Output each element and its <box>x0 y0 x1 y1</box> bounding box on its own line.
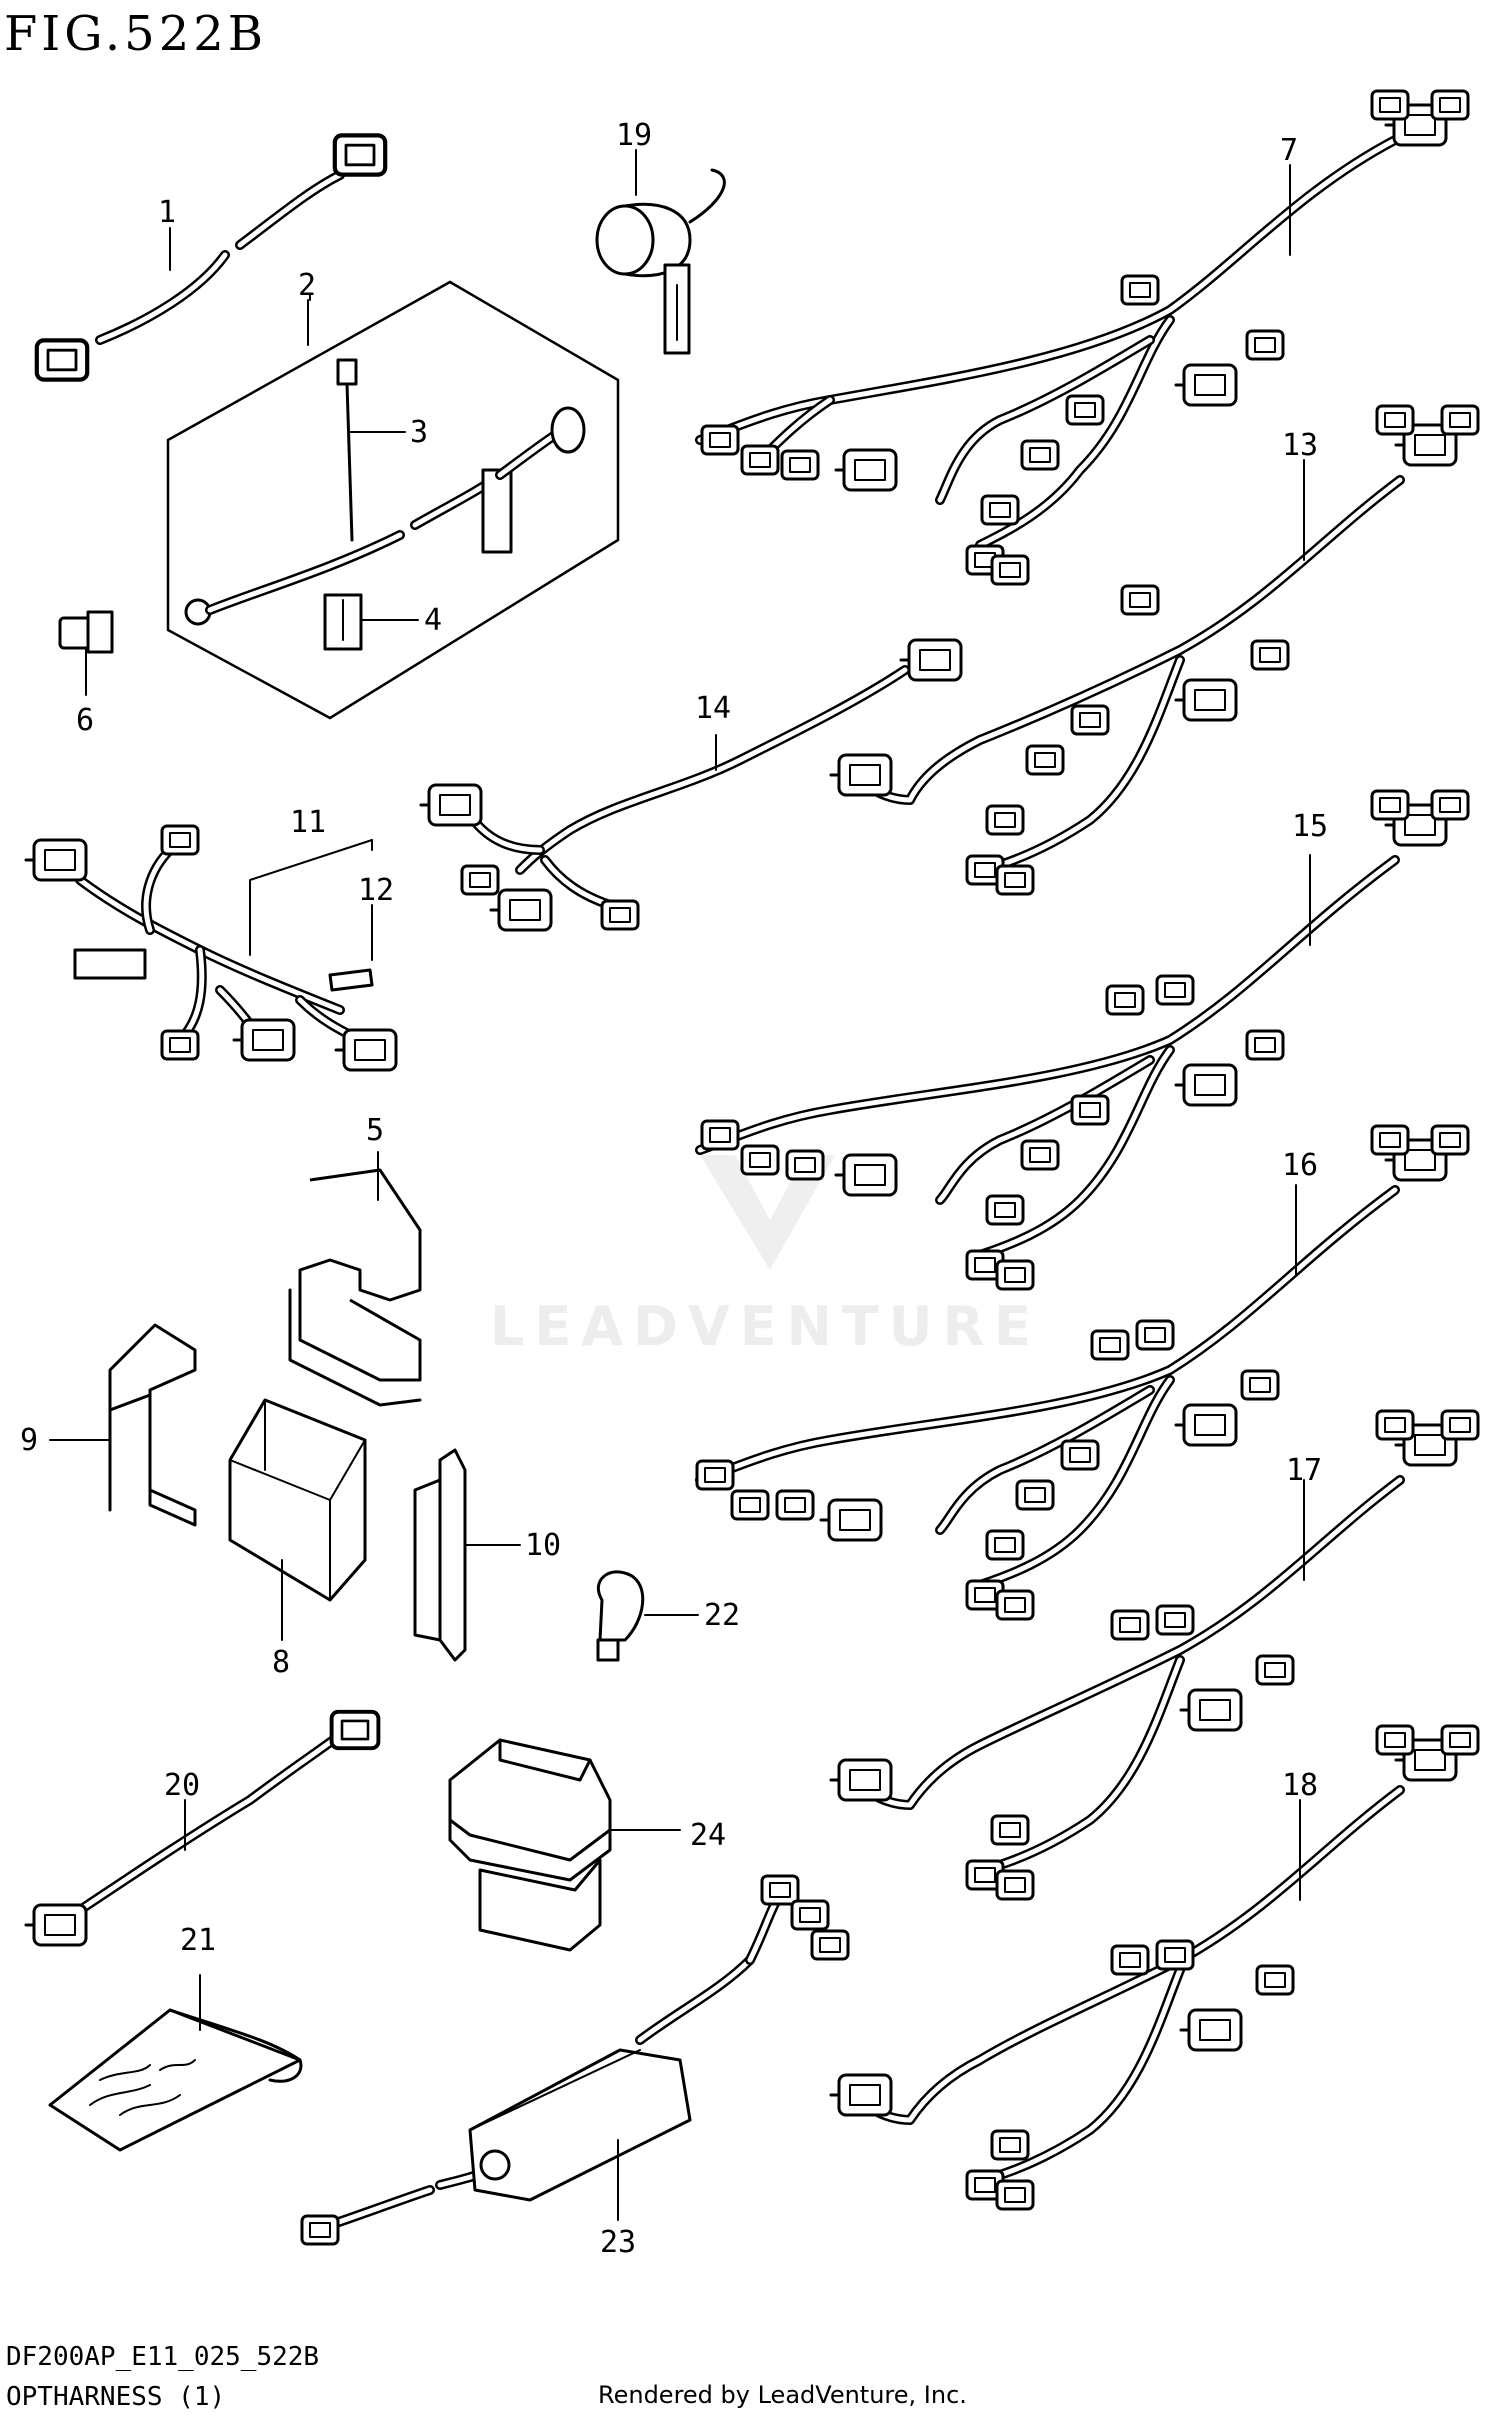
callout-21: 21 <box>180 1923 216 1958</box>
part-5-grommet[interactable] <box>288 1168 422 1407</box>
part-6-plug[interactable] <box>58 610 114 654</box>
callout-18: 18 <box>1282 1768 1318 1803</box>
callout-6: 6 <box>76 703 94 738</box>
part-7-harness[interactable] <box>695 89 1470 586</box>
section-name: OPTHARNESS (1) <box>6 2382 225 2412</box>
part-15-harness[interactable] <box>695 789 1470 1291</box>
part-18-harness[interactable] <box>829 1724 1480 2211</box>
rendered-by: Rendered by LeadVenture, Inc. <box>598 2381 967 2409</box>
callout-20: 20 <box>164 1768 200 1803</box>
callout-12: 12 <box>358 873 394 908</box>
callout-5: 5 <box>366 1113 384 1148</box>
part-21-bag[interactable] <box>48 2008 303 2152</box>
callout-14: 14 <box>695 691 731 726</box>
part-14-harness[interactable] <box>419 638 963 932</box>
callout-24: 24 <box>690 1818 726 1853</box>
part-1-harness[interactable] <box>37 135 385 379</box>
part-19-cap[interactable] <box>595 168 726 355</box>
callout-13: 13 <box>1282 428 1318 463</box>
drawing-code: DF200AP_E11_025_522B <box>6 2342 319 2372</box>
callout-17: 17 <box>1286 1453 1322 1488</box>
part-11-harness[interactable] <box>24 824 398 1072</box>
figure-title: FIG.522B <box>4 6 267 62</box>
part-9-bracket[interactable] <box>108 1323 197 1527</box>
callout-9: 9 <box>20 1423 38 1458</box>
watermark-text: LEADVENTURE <box>490 1295 1041 1358</box>
part-20-harness[interactable] <box>24 1709 381 1947</box>
part-17-harness[interactable] <box>829 1409 1480 1901</box>
part-2-kit[interactable] <box>166 280 620 720</box>
callout-11: 11 <box>290 805 326 840</box>
part-16-harness[interactable] <box>695 1124 1470 1621</box>
callout-7: 7 <box>1280 133 1298 168</box>
part-12-clip[interactable] <box>328 968 374 992</box>
watermark: LEADVENTURE <box>490 1155 1041 1358</box>
callout-22: 22 <box>704 1598 740 1633</box>
callout-19: 19 <box>616 118 652 153</box>
part-8-module[interactable] <box>228 1398 367 1602</box>
callout-16: 16 <box>1282 1148 1318 1183</box>
part-22-clamp[interactable] <box>596 1570 645 1662</box>
part-13-harness[interactable] <box>829 404 1480 896</box>
callout-23: 23 <box>600 2225 636 2260</box>
part-23-harness[interactable] <box>300 1874 850 2246</box>
callout-10: 10 <box>525 1528 561 1563</box>
callout-3: 3 <box>410 415 428 450</box>
part-24-relay[interactable] <box>448 1738 612 1952</box>
callout-4: 4 <box>424 603 442 638</box>
part-10-bracket[interactable] <box>413 1448 467 1662</box>
callout-1: 1 <box>158 195 176 230</box>
callout-15: 15 <box>1292 809 1328 844</box>
callout-8: 8 <box>272 1645 290 1680</box>
callout-2: 2 <box>298 268 316 303</box>
